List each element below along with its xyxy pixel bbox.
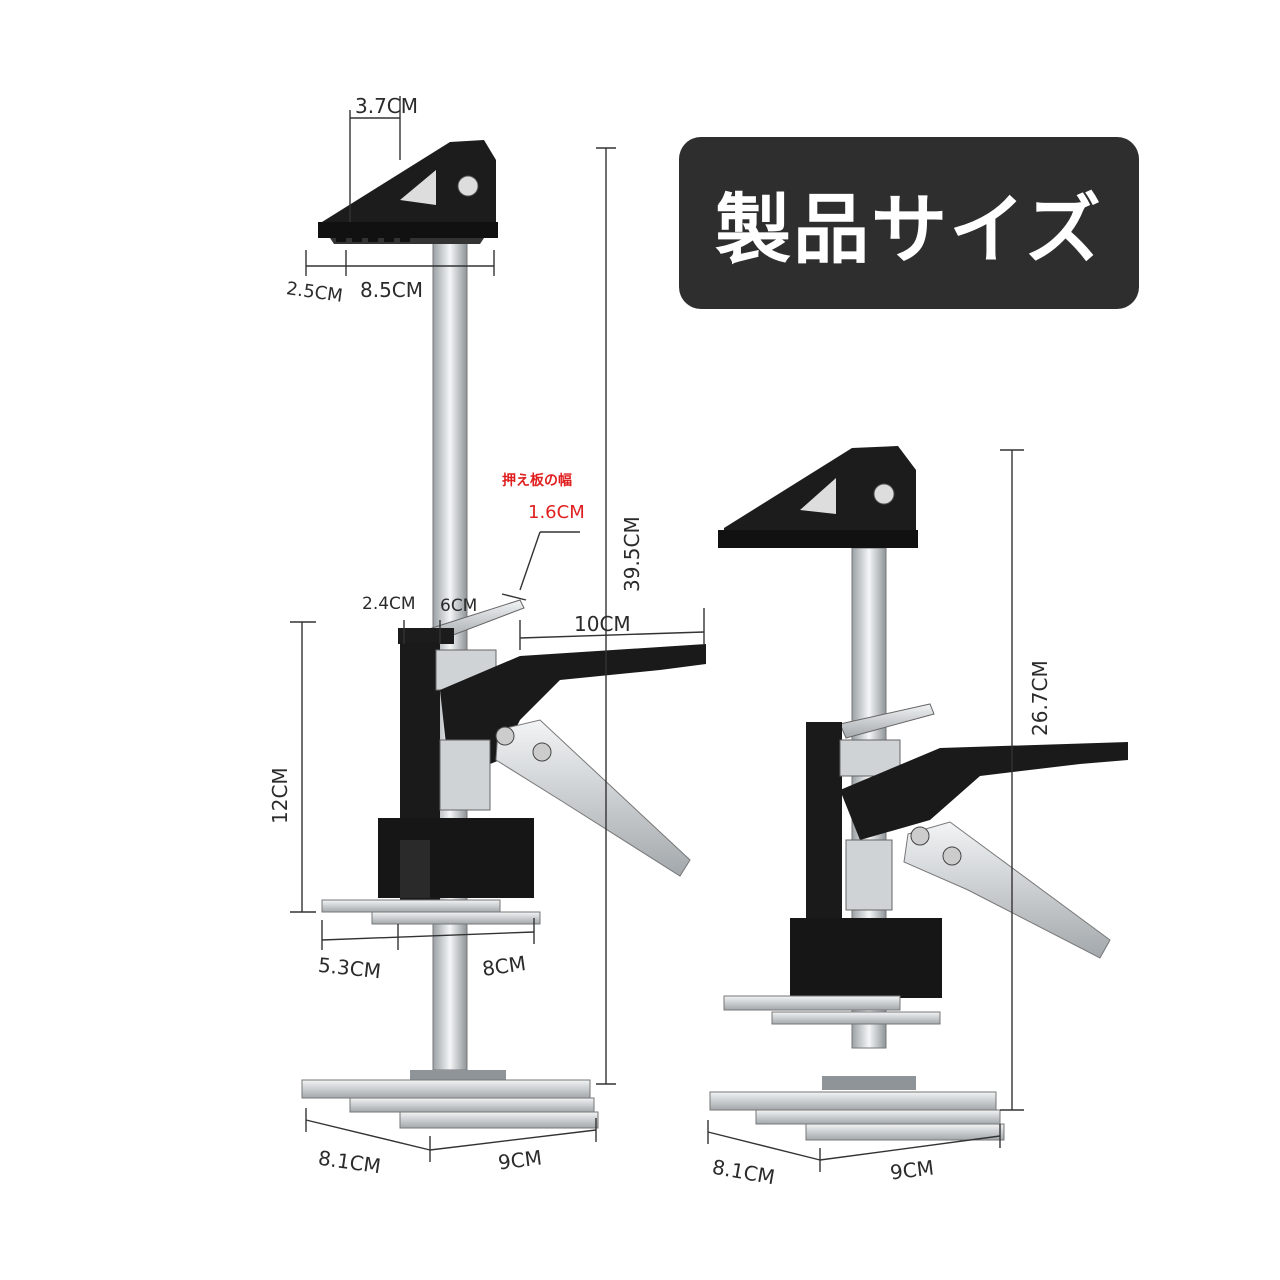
- dim-foot-left: 5.3CM: [316, 952, 383, 984]
- small-dim-base-width: 9CM: [888, 1155, 936, 1185]
- dim-body-height: 12CM: [268, 767, 292, 824]
- small-dim-total-height: 26.7CM: [1028, 660, 1052, 736]
- dimension-lines: [290, 96, 1024, 1172]
- dim-plate-width: 1.6CM: [528, 502, 585, 523]
- title-banner: 製品サイズ: [679, 137, 1139, 309]
- large-tool: [301, 140, 706, 1129]
- dim-jaw-width: 8.5CM: [360, 278, 424, 302]
- dim-base-width: 9CM: [496, 1145, 544, 1175]
- dim-handle-length: 10CM: [574, 612, 631, 636]
- dim-top-width: 3.7CM: [355, 94, 419, 118]
- plate-width-label: 押え板の幅: [502, 473, 572, 489]
- page-title: 製品サイズ: [715, 185, 1103, 274]
- dim-offset-b: 6CM: [440, 596, 478, 616]
- dim-offset-a: 2.4CM: [362, 594, 416, 614]
- dim-foot-right: 8CM: [480, 951, 528, 981]
- small-tool: [709, 446, 1128, 1141]
- dim-total-height: 39.5CM: [620, 516, 644, 592]
